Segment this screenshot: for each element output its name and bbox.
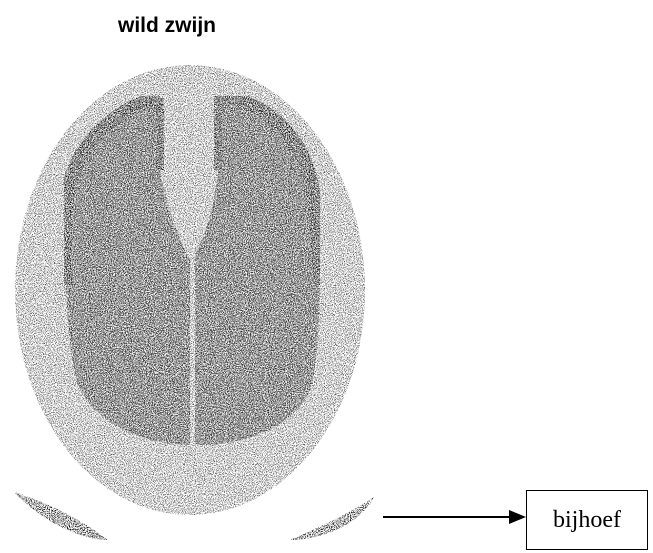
dew-claw-label-text: bijhoef — [553, 507, 621, 534]
arrow-line — [383, 516, 511, 518]
dew-claw-label: bijhoef — [526, 490, 648, 550]
arrow-head-icon — [509, 510, 526, 524]
